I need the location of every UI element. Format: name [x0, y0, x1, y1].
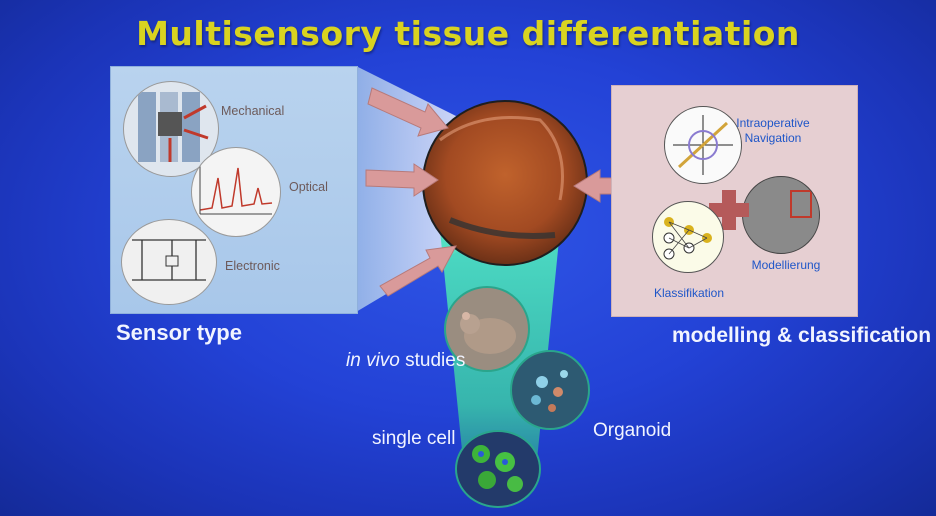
modelling-label: Modellierung	[751, 258, 821, 272]
plus-sign-bar	[709, 203, 749, 217]
slide-title: Multisensory tissue differentiation	[136, 14, 800, 53]
in-vivo-label: in vivo studies	[346, 350, 465, 372]
electronic-label: Electronic	[225, 259, 280, 273]
in-vivo-rest: studies	[399, 350, 466, 371]
sensor-type-caption: Sensor type	[116, 320, 242, 345]
single-cell-image	[455, 430, 541, 508]
classification-image	[652, 201, 724, 273]
single-cell-label: single cell	[372, 428, 456, 449]
sensor-type-panel: Mechanical Optical Electronic	[110, 66, 358, 314]
mouse-image	[444, 286, 530, 372]
arrow-mechanical	[367, 87, 449, 137]
mechanical-label: Mechanical	[221, 104, 285, 118]
in-vivo-italic: in vivo	[346, 350, 400, 371]
optical-label: Optical	[289, 180, 328, 194]
optical-sensor-image	[191, 147, 281, 237]
electronic-sensor-image	[121, 219, 217, 305]
modelling-image	[742, 176, 820, 254]
navigation-label-line1: Intraoperative	[736, 116, 810, 130]
organoid-image	[510, 350, 590, 430]
arrow-electronic	[379, 245, 457, 297]
navigation-label: Intraoperative Navigation	[730, 116, 816, 146]
navigation-label-line2: Navigation	[744, 131, 802, 145]
arrow-optical	[365, 163, 439, 197]
navigation-image	[664, 106, 742, 184]
organoid-label: Organoid	[593, 420, 672, 441]
modelling-panel: Intraoperative Navigation Modellierung K…	[611, 85, 858, 317]
modelling-caption: modelling & classification	[672, 324, 932, 347]
classification-label: Klassifikation	[653, 286, 725, 300]
